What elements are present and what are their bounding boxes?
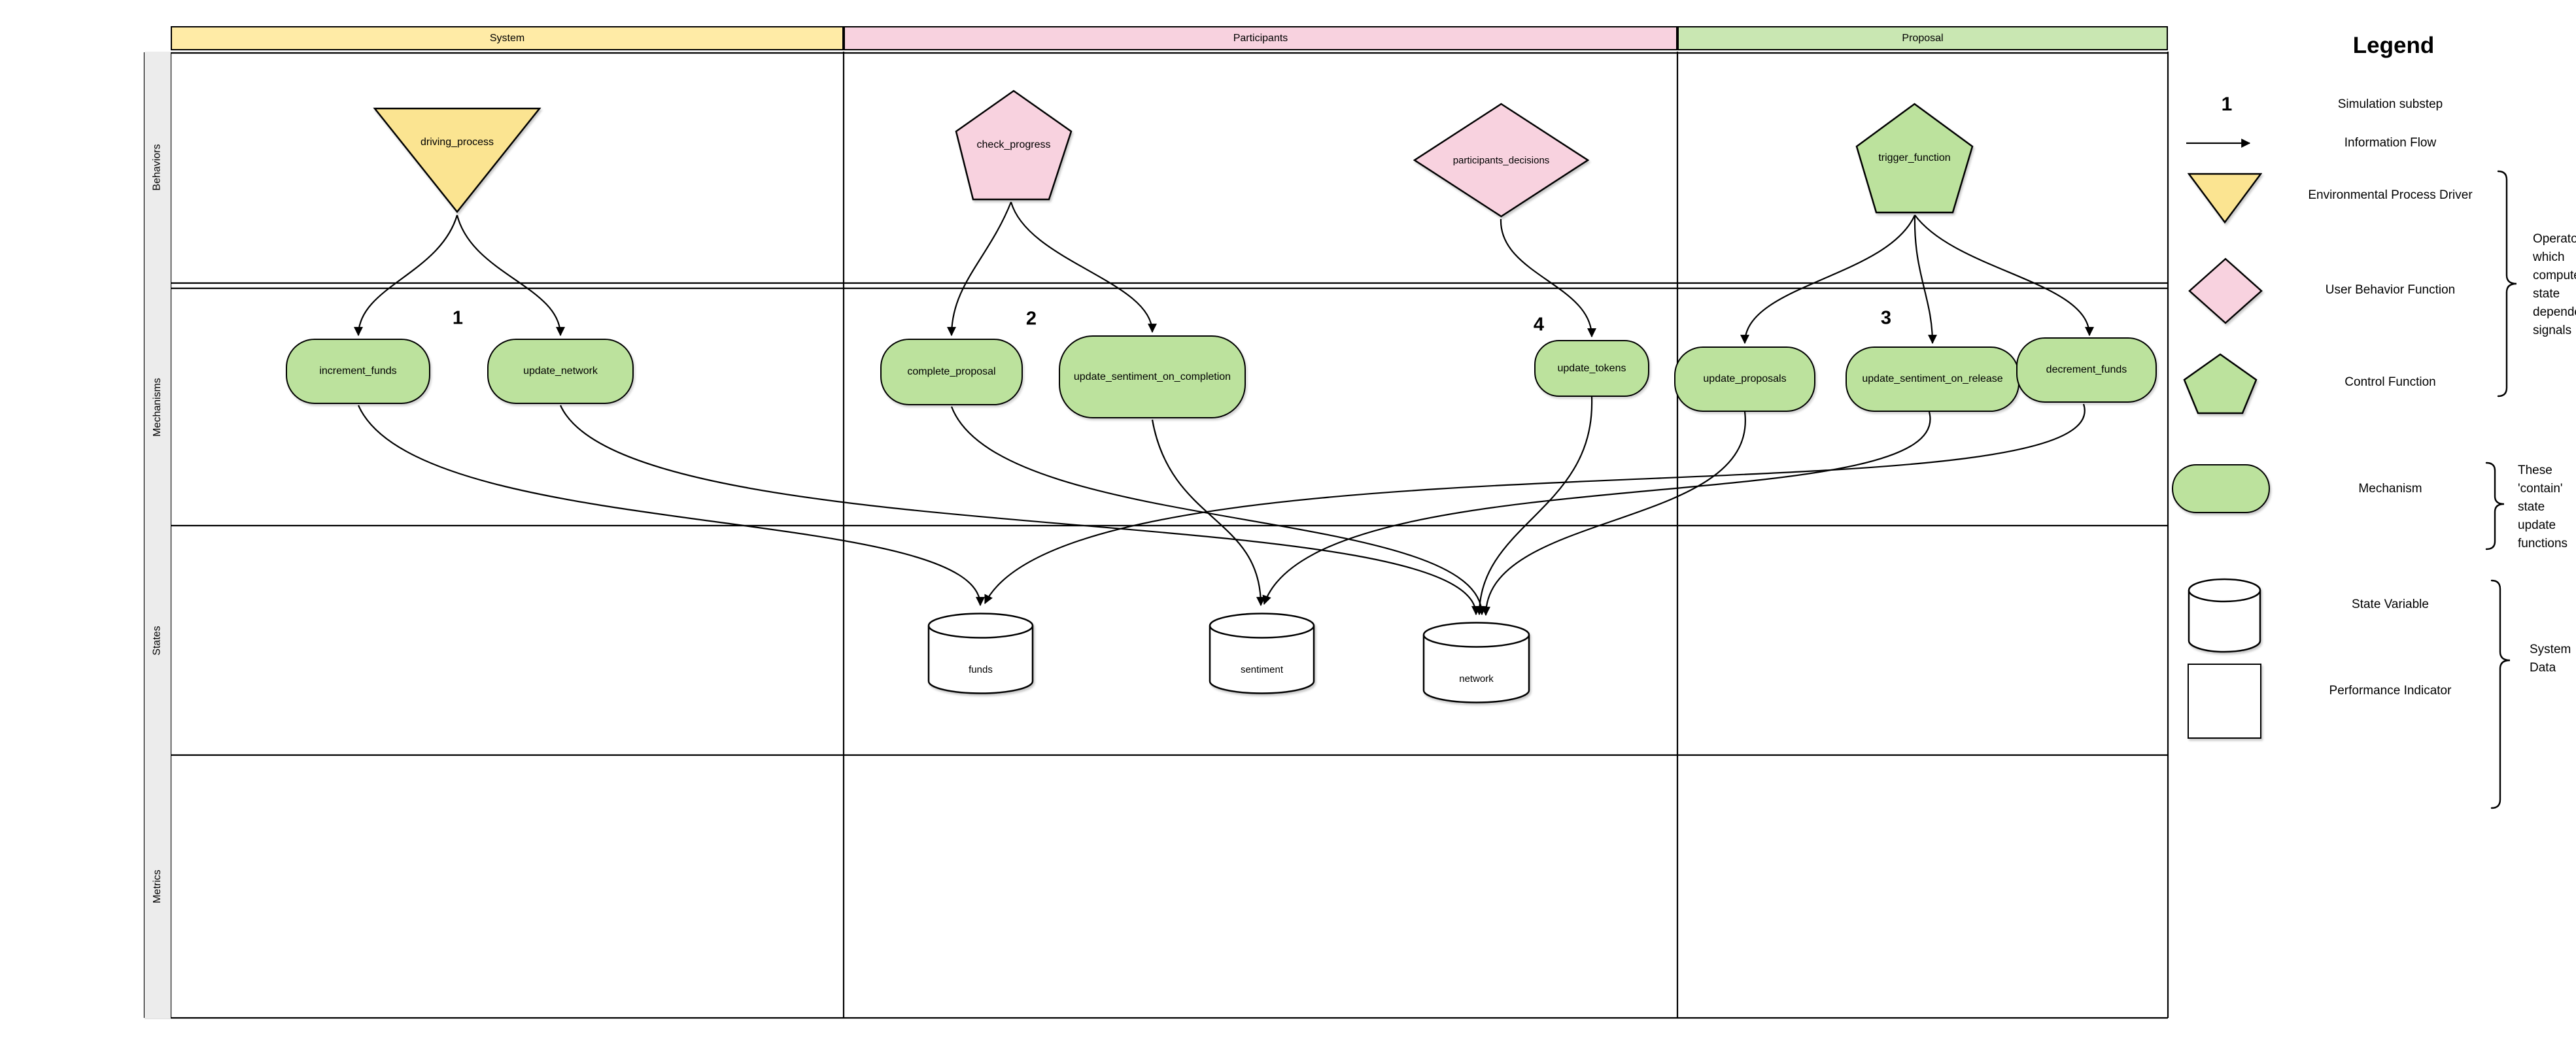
legend-label-simulation-substep: Simulation substep bbox=[2337, 97, 2443, 111]
legend-label-performance-indicator: Performance Indicator bbox=[2329, 684, 2452, 698]
node-update_proposals: update_proposals bbox=[1674, 346, 1815, 412]
legend-brace-mechanism bbox=[2485, 462, 2505, 550]
column-header-system: System bbox=[171, 26, 844, 50]
edge-trigger_function-update_proposals bbox=[1740, 214, 1916, 345]
legend-annotation-system-data: System Data bbox=[2530, 643, 2571, 675]
edge-check_progress-complete_proposal bbox=[947, 201, 1012, 337]
node-label: increment_funds bbox=[319, 365, 397, 377]
node-label: funds bbox=[969, 664, 993, 675]
legend-substep-symbol: 1 bbox=[2221, 93, 2233, 115]
legend-mechanism-icon bbox=[2172, 464, 2270, 513]
node-decrement_funds: decrement_funds bbox=[2016, 337, 2157, 403]
legend-triangle-icon bbox=[2188, 173, 2262, 224]
legend-label-state-variable: State Variable bbox=[2352, 598, 2429, 611]
node-update_sentiment_on_completion: update_sentiment_on_completion bbox=[1059, 335, 1246, 418]
node-network: network bbox=[1422, 621, 1530, 705]
node-label: driving_process bbox=[420, 137, 494, 148]
node-update_sentiment_on_release: update_sentiment_on_release bbox=[1846, 346, 2019, 412]
node-funds: funds bbox=[927, 612, 1034, 696]
substep-number-2: 2 bbox=[1025, 308, 1037, 329]
edge-update_tokens-network bbox=[1475, 396, 1593, 616]
node-label: update_sentiment_on_release bbox=[1862, 373, 2003, 384]
edge-driving_process-update_network bbox=[456, 214, 565, 337]
legend-brace-system-data bbox=[2490, 579, 2511, 809]
node-label: decrement_funds bbox=[2046, 364, 2127, 375]
row-label-strip bbox=[145, 52, 171, 1019]
legend-label-information-flow: Information Flow bbox=[2344, 136, 2437, 150]
edge-update_sentiment_on_release-sentiment bbox=[1262, 411, 1931, 605]
legend-pentagon-icon bbox=[2183, 353, 2258, 414]
node-label: participants_decisions bbox=[1452, 154, 1550, 166]
legend-annotation-operators: Operators which compute state dependent … bbox=[2533, 232, 2576, 337]
node-label: check_progress bbox=[976, 139, 1051, 150]
legend-title: Legend bbox=[2352, 33, 2435, 58]
edge-trigger_function-update_sentiment_on_release bbox=[1914, 214, 1937, 345]
column-header-label: Proposal bbox=[1902, 32, 1944, 44]
legend-cylinder-icon bbox=[2188, 578, 2261, 654]
column-header-participants: Participants bbox=[844, 26, 1677, 50]
node-label: complete_proposal bbox=[907, 366, 996, 377]
node-increment_funds: increment_funds bbox=[286, 339, 430, 404]
node-label: network bbox=[1459, 673, 1494, 684]
legend-square-icon bbox=[2188, 664, 2261, 739]
node-label: sentiment bbox=[1240, 664, 1284, 675]
legend-diamond-icon bbox=[2188, 258, 2263, 324]
edge-increment_funds-funds bbox=[357, 405, 985, 607]
substep-number-4: 4 bbox=[1533, 314, 1545, 335]
edge-decrement_funds-funds bbox=[984, 403, 2086, 605]
edge-update_proposals-network bbox=[1481, 411, 1746, 616]
node-trigger_function: trigger_function bbox=[1855, 103, 1974, 214]
column-header-proposal: Proposal bbox=[1677, 26, 2168, 50]
edge-complete_proposal-network bbox=[950, 406, 1486, 616]
edge-participants_decisions-update_tokens bbox=[1500, 218, 1596, 338]
column-header-label: Participants bbox=[1233, 32, 1288, 44]
node-label: update_network bbox=[523, 365, 598, 377]
legend-label-environmental-process-driver: Environmental Process Driver bbox=[2308, 188, 2473, 202]
edge-check_progress-update_sentiment_on_completion bbox=[1010, 201, 1157, 333]
node-sentiment: sentiment bbox=[1209, 612, 1315, 696]
column-header-label: System bbox=[489, 32, 525, 44]
node-label: update_sentiment_on_completion bbox=[1073, 371, 1231, 382]
legend-annotation-contain: These 'contain' state update functions bbox=[2518, 464, 2568, 550]
substep-number-3: 3 bbox=[1880, 307, 1892, 329]
node-label: update_proposals bbox=[1703, 373, 1787, 384]
legend-label-user-behavior-function: User Behavior Function bbox=[2325, 283, 2456, 297]
edge-update_sentiment_on_completion-sentiment bbox=[1151, 419, 1265, 607]
edge-update_network-network bbox=[559, 405, 1481, 616]
node-check_progress: check_progress bbox=[955, 90, 1073, 201]
node-driving_process: driving_process bbox=[373, 107, 541, 214]
node-label: update_tokens bbox=[1557, 362, 1626, 374]
edge-driving_process-increment_funds bbox=[354, 214, 458, 337]
edge-trigger_function-decrement_funds bbox=[1914, 214, 2094, 337]
node-update_network: update_network bbox=[487, 339, 634, 404]
legend-label-mechanism: Mechanism bbox=[2358, 482, 2422, 496]
legend-brace-operators bbox=[2497, 170, 2517, 397]
node-label: trigger_function bbox=[1878, 152, 1951, 163]
node-participants_decisions: participants_decisions bbox=[1413, 103, 1589, 218]
node-complete_proposal: complete_proposal bbox=[880, 339, 1023, 405]
substep-number-1: 1 bbox=[452, 307, 464, 329]
legend-label-control-function: Control Function bbox=[2344, 375, 2436, 389]
node-update_tokens: update_tokens bbox=[1534, 340, 1649, 397]
